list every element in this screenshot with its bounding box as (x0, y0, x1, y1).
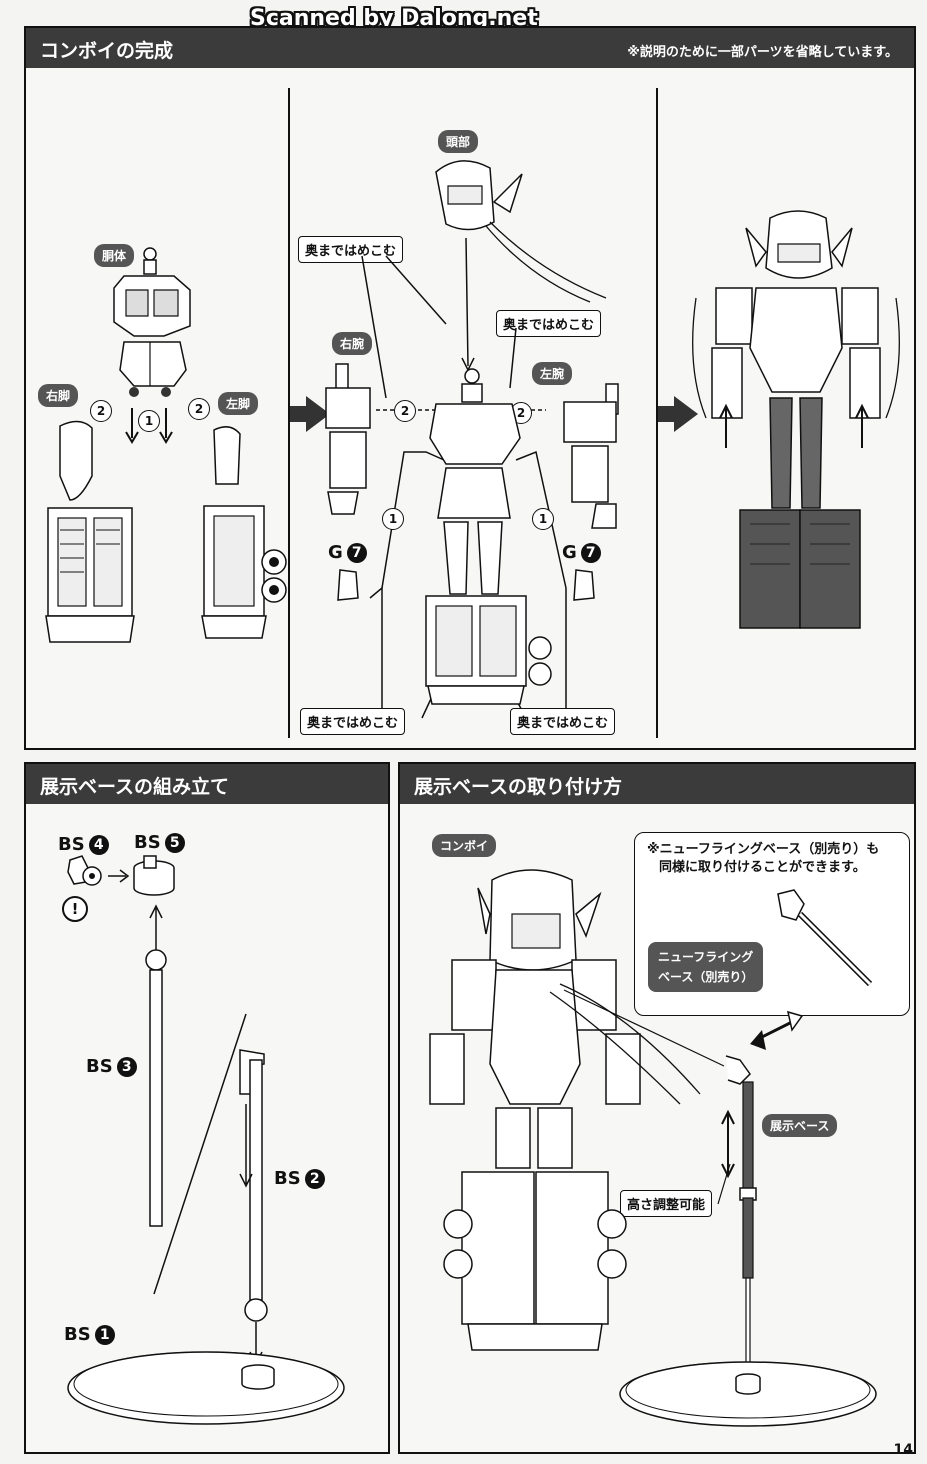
display-base-parts-illustration (67, 855, 345, 1425)
panel-display-base-attachment: 展示ベースの取り付け方 コンボイ ※ニューフライングベース（別売り）も 同様に取… (398, 762, 916, 1454)
part-number: 4 (88, 835, 109, 855)
part-bs-label: BS (274, 1168, 301, 1189)
push-in-label: 奥まではめこむ (298, 236, 404, 263)
panel-title: 展示ベースの取り付け方 (414, 776, 623, 798)
part-g7-piece (337, 569, 359, 601)
convoy-tag: コンボイ (432, 834, 497, 857)
note-line: 同様に取り付けることができます。 (659, 860, 866, 875)
push-in-label: 奥まではめこむ (496, 310, 602, 337)
part-g7-piece (573, 569, 595, 601)
part-number: 3 (116, 1057, 137, 1077)
panel-note: ※説明のために一部パーツを省略しています。 (627, 45, 898, 60)
part-number: 5 (164, 833, 185, 853)
torso-tag: 胴体 (94, 244, 135, 267)
panel-title: 展示ベースの組み立て (40, 776, 230, 798)
completed-convoy-illustration (692, 210, 900, 629)
part-number: 1 (94, 1325, 115, 1345)
tag-line: ニューフライング (658, 950, 754, 964)
step-1-marker: 1 (138, 410, 160, 432)
display-base-tag: 展示ベース (762, 1114, 838, 1137)
new-flying-base-tag: ニューフライング ベース（別売り） (648, 942, 764, 992)
part-number: 7 (580, 543, 601, 563)
right-arm-illustration (325, 363, 371, 515)
body-assembly-illustration (425, 368, 552, 705)
panel-header: 展示ベースの組み立て (26, 764, 388, 804)
part-bs-label: BS (64, 1324, 91, 1345)
part-number: 2 (304, 1169, 325, 1189)
push-in-label: 奥まではめこむ (300, 708, 406, 735)
column-divider (656, 88, 658, 738)
step-2-marker: 2 (394, 400, 416, 422)
step-1-marker: 1 (532, 508, 554, 530)
right-leg-tag: 右脚 (38, 384, 79, 407)
head-tag: 頭部 (438, 130, 479, 153)
left-leg-tag: 左脚 (218, 392, 259, 415)
step-2-marker: 2 (188, 398, 210, 420)
tag-line: ベース（別売り） (658, 970, 754, 984)
panel-title: コンボイの完成 (40, 40, 174, 62)
next-step-arrow (658, 396, 698, 432)
left-arm-illustration (563, 383, 619, 529)
part-bs-label: BS (134, 832, 161, 853)
part-g-label: G (328, 542, 343, 563)
right-arm-tag: 右腕 (332, 332, 373, 355)
panel-header: 展示ベースの取り付け方 (400, 764, 914, 804)
panel-header: コンボイの完成 ※説明のために一部パーツを省略しています。 (26, 28, 914, 68)
left-leg-illustration (201, 426, 287, 639)
part-number: 7 (346, 543, 367, 563)
step-2-marker: 2 (90, 400, 112, 422)
warning-icon: ! (62, 896, 88, 922)
note-line: ※ニューフライングベース（別売り）も (647, 842, 880, 857)
page-number: 14 (893, 1442, 913, 1458)
column-divider (288, 88, 290, 738)
right-leg-illustration (45, 420, 135, 643)
torso-illustration (113, 247, 191, 397)
panel-convoy-completion: コンボイの完成 ※説明のために一部パーツを省略しています。 胴体 右脚 左脚 2… (24, 26, 916, 750)
height-adjustable-label: 高さ調整可能 (620, 1190, 713, 1217)
part-g-label: G (562, 542, 577, 563)
display-base-attachment-illustration (429, 869, 877, 1427)
leg-insert-arrows (125, 408, 173, 444)
part-bs-label: BS (86, 1056, 113, 1077)
push-in-label: 奥まではめこむ (510, 708, 616, 735)
left-arm-tag: 左腕 (532, 362, 573, 385)
head-illustration (435, 160, 607, 303)
part-bs-label: BS (58, 834, 85, 855)
step-1-marker: 1 (382, 508, 404, 530)
